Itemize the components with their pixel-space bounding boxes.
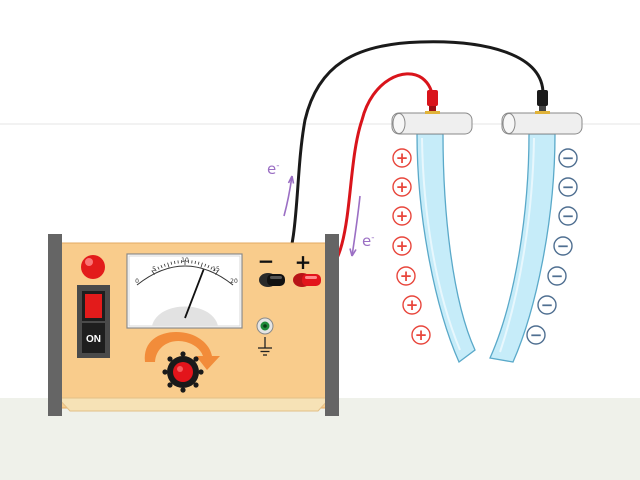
positive-charge-6: + (402, 295, 422, 315)
meter-scale-0: 0 (135, 278, 139, 285)
left-strip-holder (391, 112, 473, 135)
negative-connector (535, 90, 550, 114)
meter-tick (160, 265, 163, 269)
meter-tick (204, 263, 207, 267)
electron-flow-indicators: e- e- (267, 160, 374, 257)
power-switch-label: ON (86, 334, 101, 345)
positive-terminal-label: + (295, 250, 312, 274)
power-switch[interactable]: ON (77, 285, 110, 358)
meter-scale-10: 10 (181, 257, 189, 264)
svg-text:−: − (530, 326, 543, 344)
positive-connector (425, 90, 440, 114)
meter-ticks (151, 260, 219, 275)
svg-text:+: + (396, 207, 409, 225)
svg-text:+: + (406, 296, 419, 314)
right-strip-holder (501, 112, 583, 135)
svg-text:+: + (396, 149, 409, 167)
electron-label-left: e- (267, 160, 279, 178)
electron-label-right: e- (362, 232, 374, 250)
meter-tick (213, 268, 216, 272)
negative-charge-7: − (526, 325, 546, 345)
indicator-lamp (81, 255, 105, 279)
charged-strips (391, 90, 583, 364)
ground-symbol-icon (258, 337, 272, 356)
meter-tick (200, 262, 203, 268)
svg-text:+: + (415, 326, 428, 344)
right-side-panel (325, 234, 339, 416)
svg-text:−: − (562, 207, 575, 225)
negative-charge-6: − (537, 295, 557, 315)
meter-tick (210, 266, 213, 270)
left-side-panel (48, 234, 62, 416)
meter-tick (215, 270, 219, 275)
meter-tick (157, 266, 160, 270)
svg-text:−: − (562, 149, 575, 167)
svg-text:−: − (557, 237, 570, 255)
right-strip (489, 133, 556, 363)
meter-arc (136, 265, 234, 286)
meter-scale-15: 15 (212, 266, 220, 273)
negative-terminal[interactable] (259, 273, 285, 287)
positive-charge-5: + (396, 266, 416, 286)
svg-text:−: − (551, 267, 564, 285)
negative-terminal-label: − (258, 249, 275, 273)
negative-charge-4: − (553, 236, 573, 256)
meter-tick (167, 262, 170, 268)
meter-tick (170, 261, 173, 265)
svg-text:+: + (400, 267, 413, 285)
meter-tick (151, 270, 155, 275)
meter-tick (207, 265, 210, 269)
positive-terminal[interactable] (293, 273, 321, 287)
negative-charge-1: − (558, 148, 578, 168)
electron-arrow-down (351, 195, 361, 257)
voltage-knob[interactable] (162, 351, 204, 393)
positive-charge-7: + (411, 325, 431, 345)
positive-charge-2: + (392, 177, 412, 197)
meter-tick (197, 261, 200, 265)
meter-scale-20: 20 (230, 278, 238, 285)
negative-charge-5: − (547, 266, 567, 286)
negative-wire (281, 40, 545, 279)
left-strip (416, 133, 476, 364)
meter-needle (184, 269, 205, 319)
svg-text:+: + (396, 237, 409, 255)
floor (0, 398, 640, 480)
ground-terminal[interactable] (256, 317, 274, 335)
positive-charge-1: + (392, 148, 412, 168)
svg-text:−: − (562, 178, 575, 196)
electron-arrow-up (283, 175, 293, 217)
knob-rotate-arrow-icon (144, 332, 220, 370)
negative-charge-2: − (558, 177, 578, 197)
negative-charge-3: − (558, 206, 578, 226)
positive-wire (319, 72, 434, 280)
positive-charge-markers: + + + + + + + (392, 148, 431, 345)
meter-tick (194, 260, 196, 264)
negative-charge-markers: − − − − − − − (526, 148, 578, 345)
meter-tick (154, 268, 157, 272)
power-supply-base (56, 397, 332, 412)
analog-meter: 0 5 10 15 20 (126, 253, 243, 329)
meter-tick (174, 260, 176, 264)
power-supply: ON 0 5 10 15 20 − + (48, 234, 339, 416)
svg-text:−: − (541, 296, 554, 314)
positive-charge-4: + (392, 236, 412, 256)
meter-tick (163, 263, 166, 267)
svg-text:+: + (396, 178, 409, 196)
meter-scale-5: 5 (152, 266, 156, 273)
positive-charge-3: + (392, 206, 412, 226)
